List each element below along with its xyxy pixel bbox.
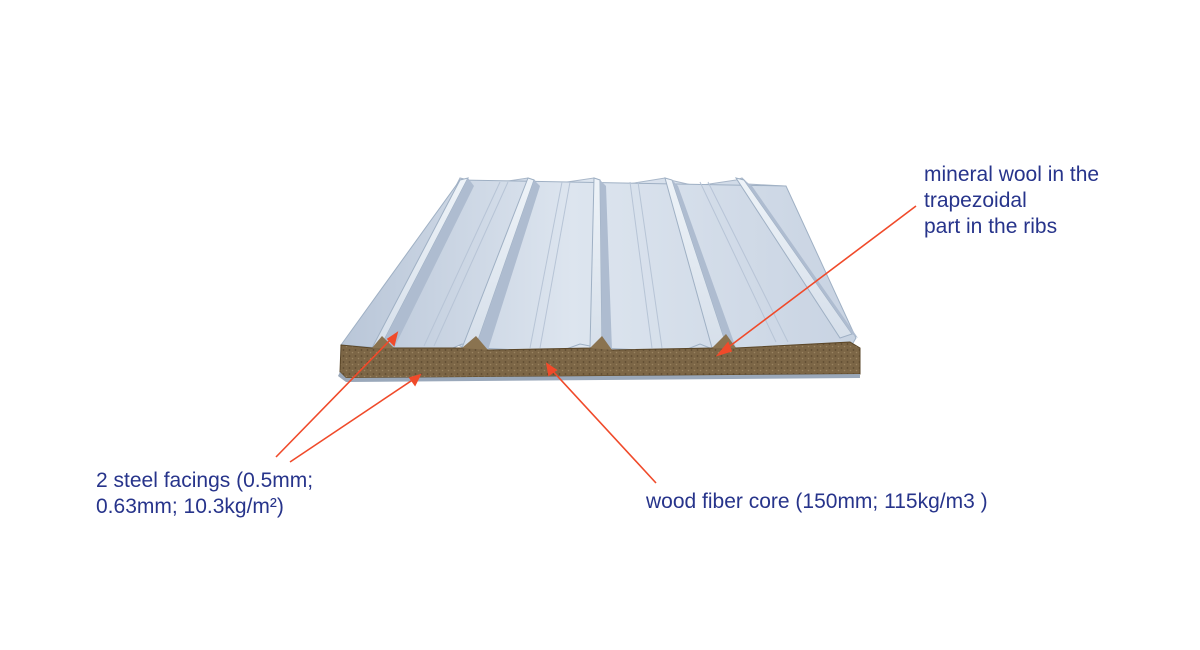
label-mineral-wool: mineral wool in the trapezoidal part in …	[924, 162, 1099, 240]
label-steel-facings: 2 steel facings (0.5mm; 0.63mm; 10.3kg/m…	[96, 468, 313, 520]
panel-bottom-facing	[338, 372, 860, 382]
leader-arrowhead-wool	[715, 341, 733, 357]
leader-arrowhead-core	[545, 362, 558, 377]
leader-line-core	[548, 366, 657, 484]
leader-line-wool	[721, 205, 917, 353]
rib-wool-1	[372, 336, 394, 348]
leader-line-facing-top	[275, 335, 395, 458]
rib-wool-2	[462, 336, 488, 350]
rib-wool-4	[712, 334, 736, 348]
panel-ribs	[370, 177, 858, 350]
rib-5-side	[744, 180, 858, 338]
label-mineral-wool-line-1: mineral wool in the	[924, 163, 1100, 186]
rib-1-side	[382, 178, 474, 348]
label-steel-facings-line-1: 2 steel facings (0.5mm;	[96, 469, 314, 492]
leader-arrowhead-facing-bottom	[408, 373, 422, 387]
label-mineral-wool-line-2: trapezoidal	[924, 189, 1027, 212]
rib-3-side	[600, 180, 612, 350]
label-wood-fiber-core-text: wood fiber core (150mm; 115kg/m3 )	[646, 490, 988, 513]
leader-lines	[275, 205, 917, 484]
rib-4-side	[672, 180, 736, 348]
label-steel-facings-line-2: 0.63mm; 10.3kg/m²)	[96, 495, 284, 518]
label-wood-fiber-core: wood fiber core (150mm; 115kg/m3 )	[646, 489, 988, 515]
rib-2-side	[476, 180, 540, 350]
leader-arrowhead-facing-top	[386, 331, 399, 347]
rib-wool-3	[590, 336, 612, 350]
stiffening-lines	[423, 181, 789, 349]
label-mineral-wool-line-3: part in the ribs	[924, 215, 1058, 238]
leader-line-facing-bottom	[289, 376, 418, 463]
